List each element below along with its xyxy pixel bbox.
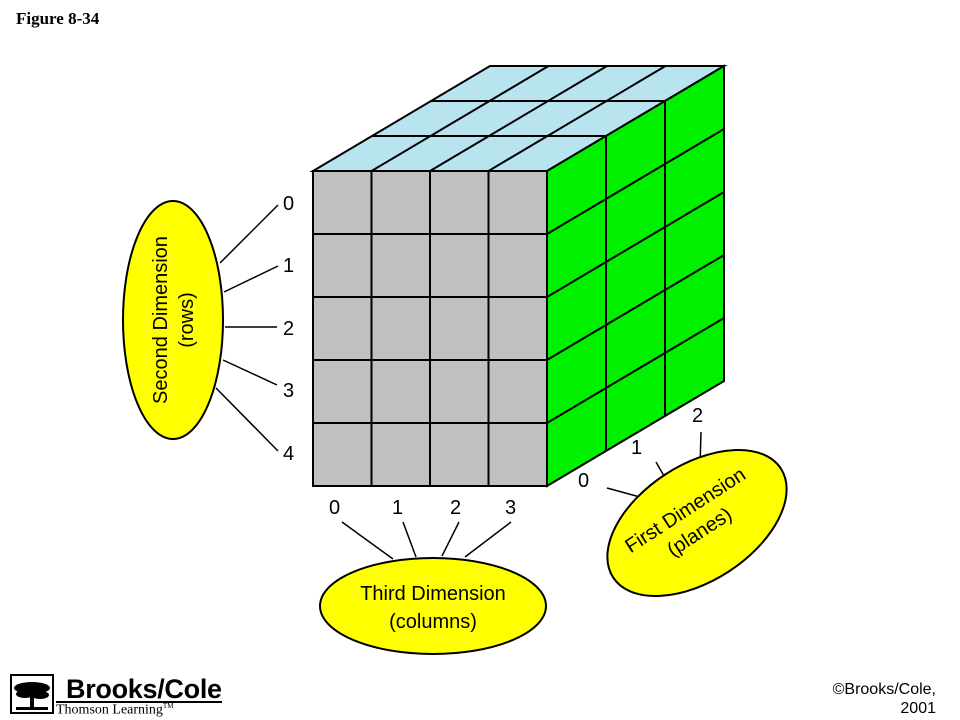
brand-subtitle-text: Thomson Learning — [56, 702, 163, 718]
row-label-3: 3 — [283, 380, 294, 402]
copyright-line-1: ©Brooks/Cole, — [832, 681, 936, 698]
rows-axis-title: Second Dimension — [150, 236, 172, 404]
side-grid-row-line — [546, 128, 725, 235]
row-connector-line-3 — [222, 359, 278, 386]
brand-divider — [56, 701, 222, 703]
plane-label-2: 2 — [692, 405, 703, 427]
side-grid-row-line — [546, 254, 725, 361]
column-connector-line-2 — [441, 521, 460, 557]
row-label-0: 0 — [283, 193, 294, 215]
column-connector-lines — [341, 521, 512, 560]
row-connector-lines — [215, 204, 279, 452]
row-connector-line-0 — [219, 204, 279, 264]
row-connector-line-4 — [215, 387, 279, 452]
row-label-4: 4 — [283, 443, 294, 465]
row-label-1: 1 — [283, 255, 294, 277]
columns-axis-ellipse — [319, 557, 547, 655]
plane-label-0: 0 — [578, 470, 589, 492]
column-label-3: 3 — [505, 497, 516, 519]
top-grid-column-line — [487, 65, 667, 172]
figure-title: Figure 8-34 — [16, 9, 100, 28]
trademark-mark: TM — [162, 702, 174, 710]
top-grid-column-line — [370, 65, 550, 172]
rows-axis: 0 1 2 3 4 Second Dimension (rows) — [122, 193, 294, 465]
rows-axis-ellipse — [122, 200, 224, 440]
row-label-2: 2 — [283, 318, 294, 340]
copyright-notice: ©Brooks/Cole, 2001 — [833, 680, 936, 718]
publisher-logo: Brooks/Cole Thomson LearningTM — [10, 674, 230, 718]
column-label-0: 0 — [329, 497, 340, 519]
planes-axis-ellipse — [606, 448, 788, 598]
rows-axis-subtitle: (rows) — [176, 292, 198, 348]
brand-name: Brooks/Cole — [66, 674, 222, 704]
copyright-line-2: 2001 — [900, 700, 936, 717]
top-grid-column-line — [429, 65, 608, 172]
cube — [309, 64, 728, 488]
side-grid-row-line — [546, 191, 725, 298]
brand-subtitle: Thomson LearningTM — [56, 702, 173, 719]
columns-axis-title: Third Dimension — [360, 583, 506, 605]
column-connector-line-1 — [402, 521, 417, 558]
planes-axis: 0 1 2 First Dimension (planes) — [578, 405, 788, 598]
row-connector-line-1 — [223, 265, 279, 293]
column-connector-line-0 — [341, 521, 394, 560]
column-label-2: 2 — [450, 497, 461, 519]
column-label-1: 1 — [392, 497, 403, 519]
tree-icon — [10, 674, 54, 714]
columns-axis-subtitle: (columns) — [389, 611, 477, 633]
column-connector-line-3 — [464, 521, 512, 558]
side-grid-row-line — [546, 317, 725, 424]
columns-axis: 0 1 2 3 Third Dimension (columns) — [319, 497, 547, 655]
plane-label-1: 1 — [631, 437, 642, 459]
